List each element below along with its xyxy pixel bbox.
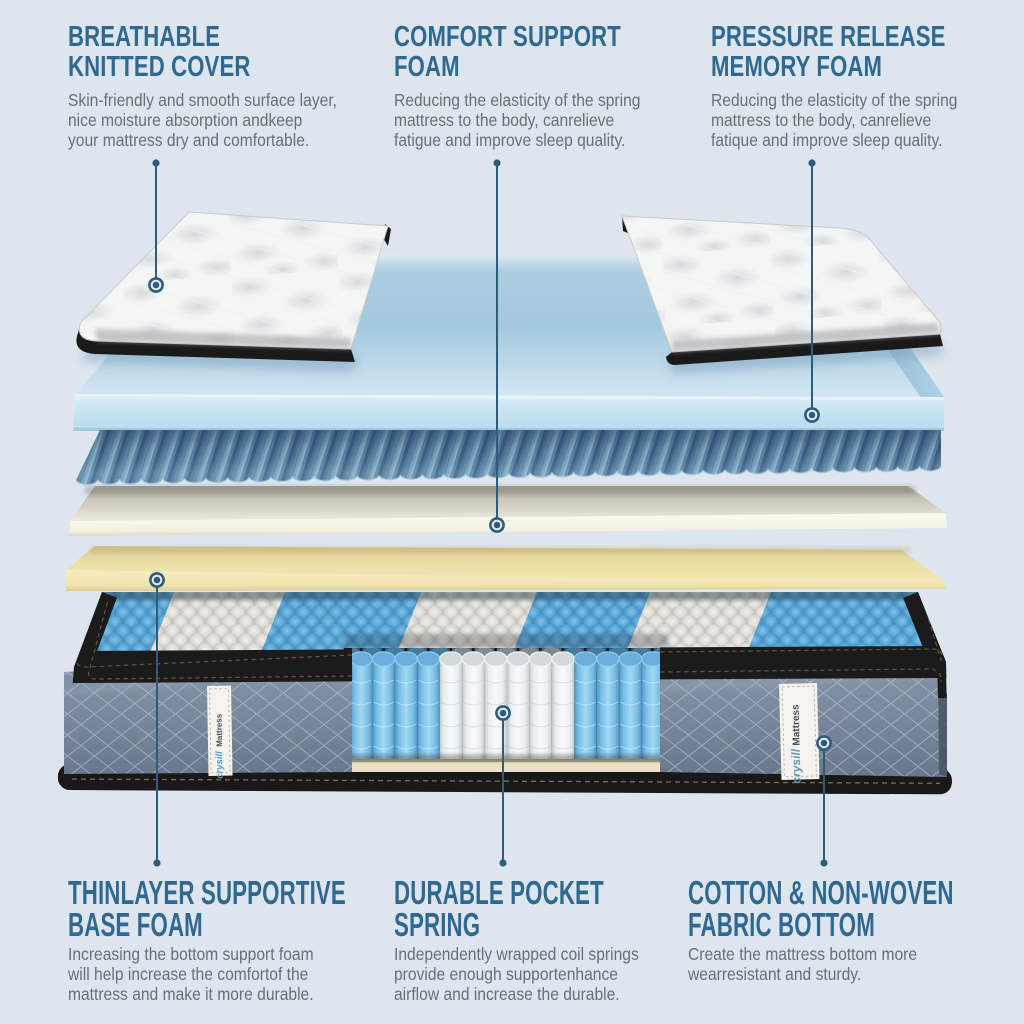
svg-text:crysill: crysill [789,748,804,784]
svg-text:Mattress: Mattress [214,713,224,747]
svg-text:Mattress: Mattress [791,704,803,746]
svg-text:crysill: crysill [214,751,225,779]
